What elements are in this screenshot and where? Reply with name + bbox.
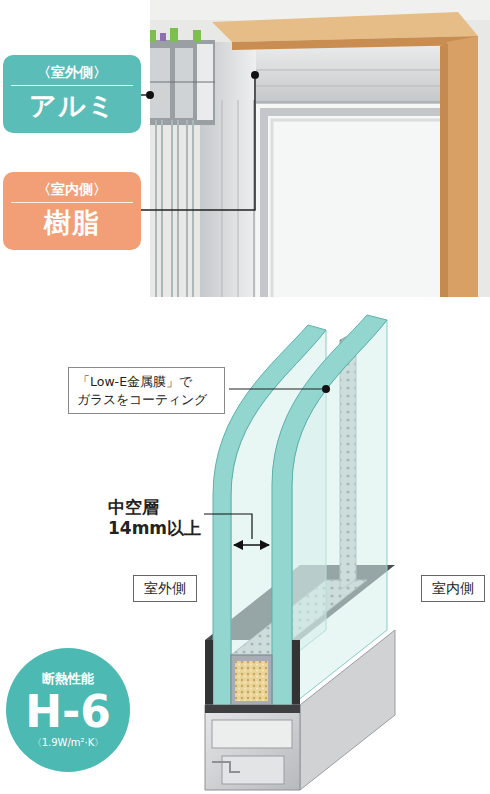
rating-value: 〈1.9W/m²·K〉 [32,737,105,749]
inner-glass-face [292,320,387,705]
aluminium-profile [150,40,215,125]
leader-dot [146,91,154,99]
gasket [205,640,213,710]
thermal-break [170,28,178,42]
spacer-section [231,655,272,705]
profile-line [150,82,215,83]
profile-chamber [150,48,170,118]
leader-dot [322,385,330,393]
sash-inner [272,120,452,297]
rating-circle: 断熱性能 H-6 〈1.9W/m²·K〉 [6,648,130,772]
side-tag: 室外側 [133,575,197,602]
dimension-label: 中空層 14mm以上 [108,497,201,540]
gasket [205,705,300,713]
leader-line [204,514,252,539]
glass-edge [192,120,194,297]
glass-edge [155,120,157,297]
glazing-illustration [205,315,395,790]
leader-dot [251,71,259,79]
leader-line [125,79,255,210]
frame-line [222,100,223,297]
leader-line [229,388,322,389]
frame-section [205,705,300,790]
material-name: アルミ [3,86,141,122]
side-label: 室内側 [432,580,474,597]
dimension-arrow [234,544,269,546]
glass-edge [171,120,173,297]
inner-glass-edge [272,315,387,705]
glass-edge [186,120,188,297]
leader-lines-top [125,71,259,210]
wood-trim-side [447,36,478,297]
material-name: 樹脂 [3,203,141,239]
gasket [160,33,166,41]
callout-box: 「Low-E金属膜」で ガラスをコーティング [68,367,225,414]
material-badge: 〈室内側〉樹脂 [3,172,141,250]
sash [264,112,454,297]
rating-heading: 断熱性能 [42,671,94,687]
wall [150,0,490,297]
circle-fill [6,648,130,772]
frame-line [238,100,239,297]
desiccant [235,661,268,701]
gasket [292,640,300,710]
frame-hook [212,762,240,772]
thermal-break [193,30,201,42]
wood-trim-inner [440,44,448,297]
badge-heading: 〈室内側〉 [11,180,133,203]
side-label: 室外側 [144,580,186,597]
rating-grade: H-6 [25,689,111,735]
frame-chamber [222,756,284,784]
badge-heading: 〈室外側〉 [11,63,133,86]
side-tag: 室内側 [421,575,485,602]
callout-text: 「Low-E金属膜」で ガラスをコーティング [77,373,216,408]
glass-edge [177,120,179,297]
glass-edge [161,120,163,297]
thermal-break [150,30,156,42]
window-frame-illustration [150,0,490,297]
profile-chamber [175,48,193,118]
material-badge: 〈室外側〉アルミ [3,55,141,133]
frame-chamber [212,720,292,748]
